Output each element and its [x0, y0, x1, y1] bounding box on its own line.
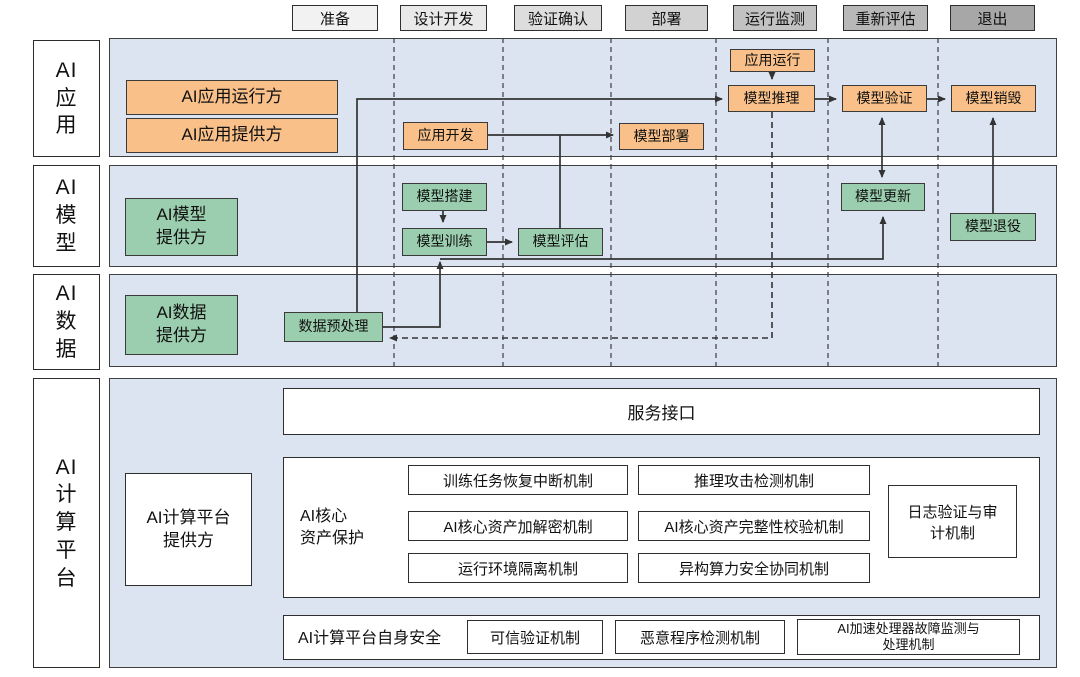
node-model-update: 模型更新 [841, 183, 925, 211]
mech-asset-encryption: AI核心资产加解密机制 [408, 511, 628, 541]
node-model-retire: 模型退役 [950, 213, 1036, 241]
node-model-eval: 模型评估 [518, 228, 603, 256]
mech-accelerator-fault-monitor: AI加速处理器故障监测与 处理机制 [797, 619, 1020, 655]
row-label-ai-platform: AI 计 算 平 台 [33, 378, 100, 668]
phase-divider-lines [393, 38, 939, 367]
mech-runtime-isolation: 运行环境隔离机制 [408, 553, 628, 583]
node-data-provider: AI数据 提供方 [125, 295, 238, 355]
phase-preparation-label: 准备 [319, 10, 350, 28]
mech-asset-integrity-check: AI核心资产完整性校验机制 [638, 511, 870, 541]
node-app-run: 应用运行 [730, 49, 815, 72]
row-label-ai-data: AI 数 据 [33, 274, 100, 370]
node-model-destroy: 模型销毁 [951, 85, 1036, 112]
node-data-preprocess: 数据预处理 [284, 312, 383, 342]
phase-exit-label: 退出 [977, 10, 1008, 28]
phase-reassessment: 重新评估 [843, 5, 928, 31]
phase-verification: 验证确认 [514, 5, 602, 31]
platform-provider: AI计算平台 提供方 [125, 473, 252, 586]
node-model-verify: 模型验证 [842, 85, 927, 112]
row-label-ai-model: AI 模 型 [33, 165, 100, 267]
phase-preparation: 准备 [292, 5, 378, 31]
mech-hetero-compute-security: 异构算力安全协同机制 [638, 553, 870, 583]
service-interface-box: 服务接口 [283, 388, 1040, 435]
phase-verification-label: 验证确认 [527, 10, 588, 28]
phase-operation-monitoring: 运行监测 [733, 5, 817, 31]
node-model-inference: 模型推理 [728, 85, 815, 112]
platform-self-security-label: AI计算平台自身安全 [298, 630, 442, 647]
phase-design-development-label: 设计开发 [413, 10, 474, 28]
phase-deployment: 部署 [625, 5, 708, 31]
node-model-build: 模型搭建 [402, 183, 487, 211]
node-model-deploy: 模型部署 [619, 123, 704, 150]
phase-reassessment-label: 重新评估 [855, 10, 916, 28]
row-label-ai-application: AI 应 用 [33, 40, 100, 157]
phase-exit: 退出 [950, 5, 1035, 31]
phase-design-development: 设计开发 [400, 5, 487, 31]
mech-malware-detection: 恶意程序检测机制 [615, 620, 785, 654]
flow-arrows [356, 71, 997, 328]
phase-operation-monitoring-label: 运行监测 [744, 10, 805, 28]
band-ai-data [109, 274, 1057, 367]
node-app-operator: AI应用运行方 [126, 80, 338, 115]
mech-training-recovery: 训练任务恢复中断机制 [408, 465, 628, 495]
feedback-dashed-arrow [389, 112, 773, 342]
phase-deployment-label: 部署 [651, 10, 682, 28]
mech-trusted-verification: 可信验证机制 [467, 620, 603, 654]
node-model-train: 模型训练 [402, 228, 487, 256]
node-app-development: 应用开发 [403, 122, 488, 150]
core-asset-protection-label: AI核心 资产保护 [300, 508, 365, 548]
node-app-provider: AI应用提供方 [126, 118, 338, 153]
log-audit-box: 日志验证与审 计机制 [888, 485, 1017, 558]
mech-inference-attack-detect: 推理攻击检测机制 [638, 465, 870, 495]
node-model-provider: AI模型 提供方 [125, 198, 238, 256]
